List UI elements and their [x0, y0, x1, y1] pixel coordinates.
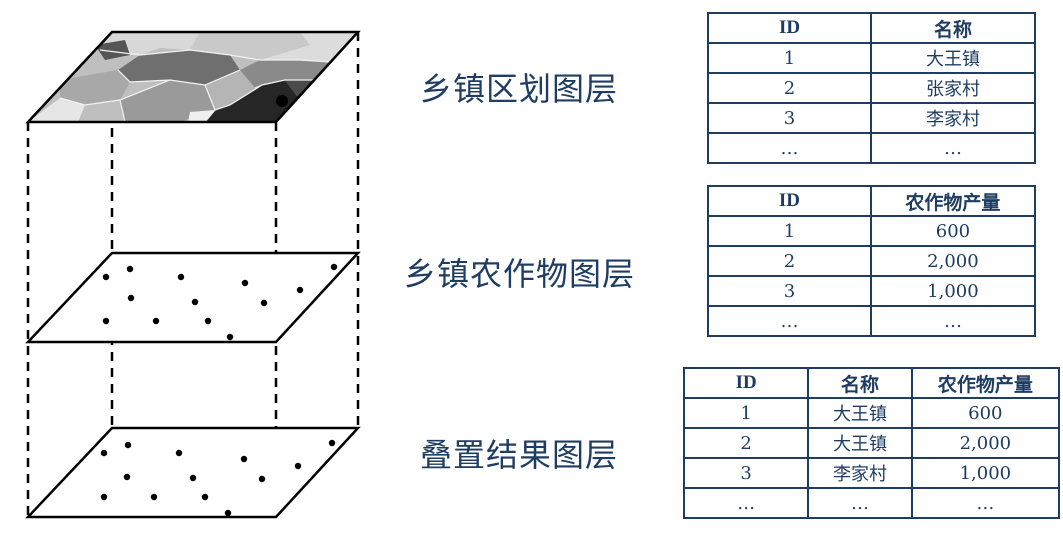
layer-label-district: 乡镇区划图层: [420, 70, 619, 108]
table-row: … …: [707, 132, 1036, 164]
table-cell: …: [870, 132, 1036, 164]
overlay-attribute-table: ID 名称 农作物产量 1 大王镇 600 2 大王镇 2,000 3 李家村 …: [682, 367, 1061, 519]
table-row: 3 李家村 1,000: [682, 457, 1061, 489]
table-cell: …: [682, 487, 810, 519]
table-row: … …: [707, 305, 1037, 337]
table-header-cell: ID: [707, 12, 872, 44]
layer-label-overlay: 叠置结果图层: [420, 436, 619, 474]
table-row: 2 张家村: [707, 72, 1036, 104]
layer-label-crop: 乡镇农作物图层: [404, 255, 636, 293]
table-header-row: ID 名称: [707, 12, 1036, 44]
table-header-cell: 农作物产量: [910, 367, 1061, 399]
table-header-cell: 名称: [870, 12, 1036, 44]
table-row: 3 李家村: [707, 102, 1036, 134]
table-header-cell: 名称: [807, 367, 913, 399]
table-header-cell: ID: [707, 185, 872, 217]
district-map-layer: [25, 30, 361, 124]
table-header-cell: ID: [682, 367, 810, 399]
table-cell: …: [869, 305, 1037, 337]
table-row: 1 大王镇 600: [682, 397, 1061, 429]
table-cell: …: [807, 487, 913, 519]
table-row: 2 大王镇 2,000: [682, 427, 1061, 459]
table-cell: 2,000: [910, 427, 1061, 459]
table-cell: …: [910, 487, 1061, 519]
table-cell: 3: [707, 275, 872, 307]
table-cell: 大王镇: [807, 397, 913, 429]
crop-point-layer: [25, 251, 361, 344]
table-cell: 大王镇: [870, 42, 1036, 74]
table-row: 1 600: [707, 215, 1037, 247]
table-cell: 张家村: [870, 72, 1036, 104]
table-cell: 600: [869, 215, 1037, 247]
crop-attribute-table: ID 农作物产量 1 600 2 2,000 3 1,000 … …: [707, 185, 1037, 337]
overlay-point-layer: [25, 426, 361, 519]
table-cell: 1: [707, 42, 872, 74]
table-cell: 3: [707, 102, 872, 134]
table-header-row: ID 名称 农作物产量: [682, 367, 1061, 399]
table-cell: 2: [707, 245, 872, 277]
table-row: 1 大王镇: [707, 42, 1036, 74]
table-row: … … …: [682, 487, 1061, 519]
table-cell: …: [707, 132, 872, 164]
table-cell: 大王镇: [807, 427, 913, 459]
table-cell: 1: [707, 215, 872, 247]
table-cell: 1,000: [869, 275, 1037, 307]
table-header-row: ID 农作物产量: [707, 185, 1037, 217]
table-cell: 2,000: [869, 245, 1037, 277]
table-cell: …: [707, 305, 872, 337]
table-cell: 李家村: [870, 102, 1036, 134]
district-attribute-table: ID 名称 1 大王镇 2 张家村 3 李家村 … …: [707, 12, 1036, 164]
table-row: 3 1,000: [707, 275, 1037, 307]
table-header-cell: 农作物产量: [869, 185, 1037, 217]
table-cell: 1,000: [910, 457, 1061, 489]
table-cell: 1: [682, 397, 810, 429]
table-cell: 李家村: [807, 457, 913, 489]
table-row: 2 2,000: [707, 245, 1037, 277]
table-cell: 2: [707, 72, 872, 104]
table-cell: 3: [682, 457, 810, 489]
table-cell: 600: [910, 397, 1061, 429]
table-cell: 2: [682, 427, 810, 459]
